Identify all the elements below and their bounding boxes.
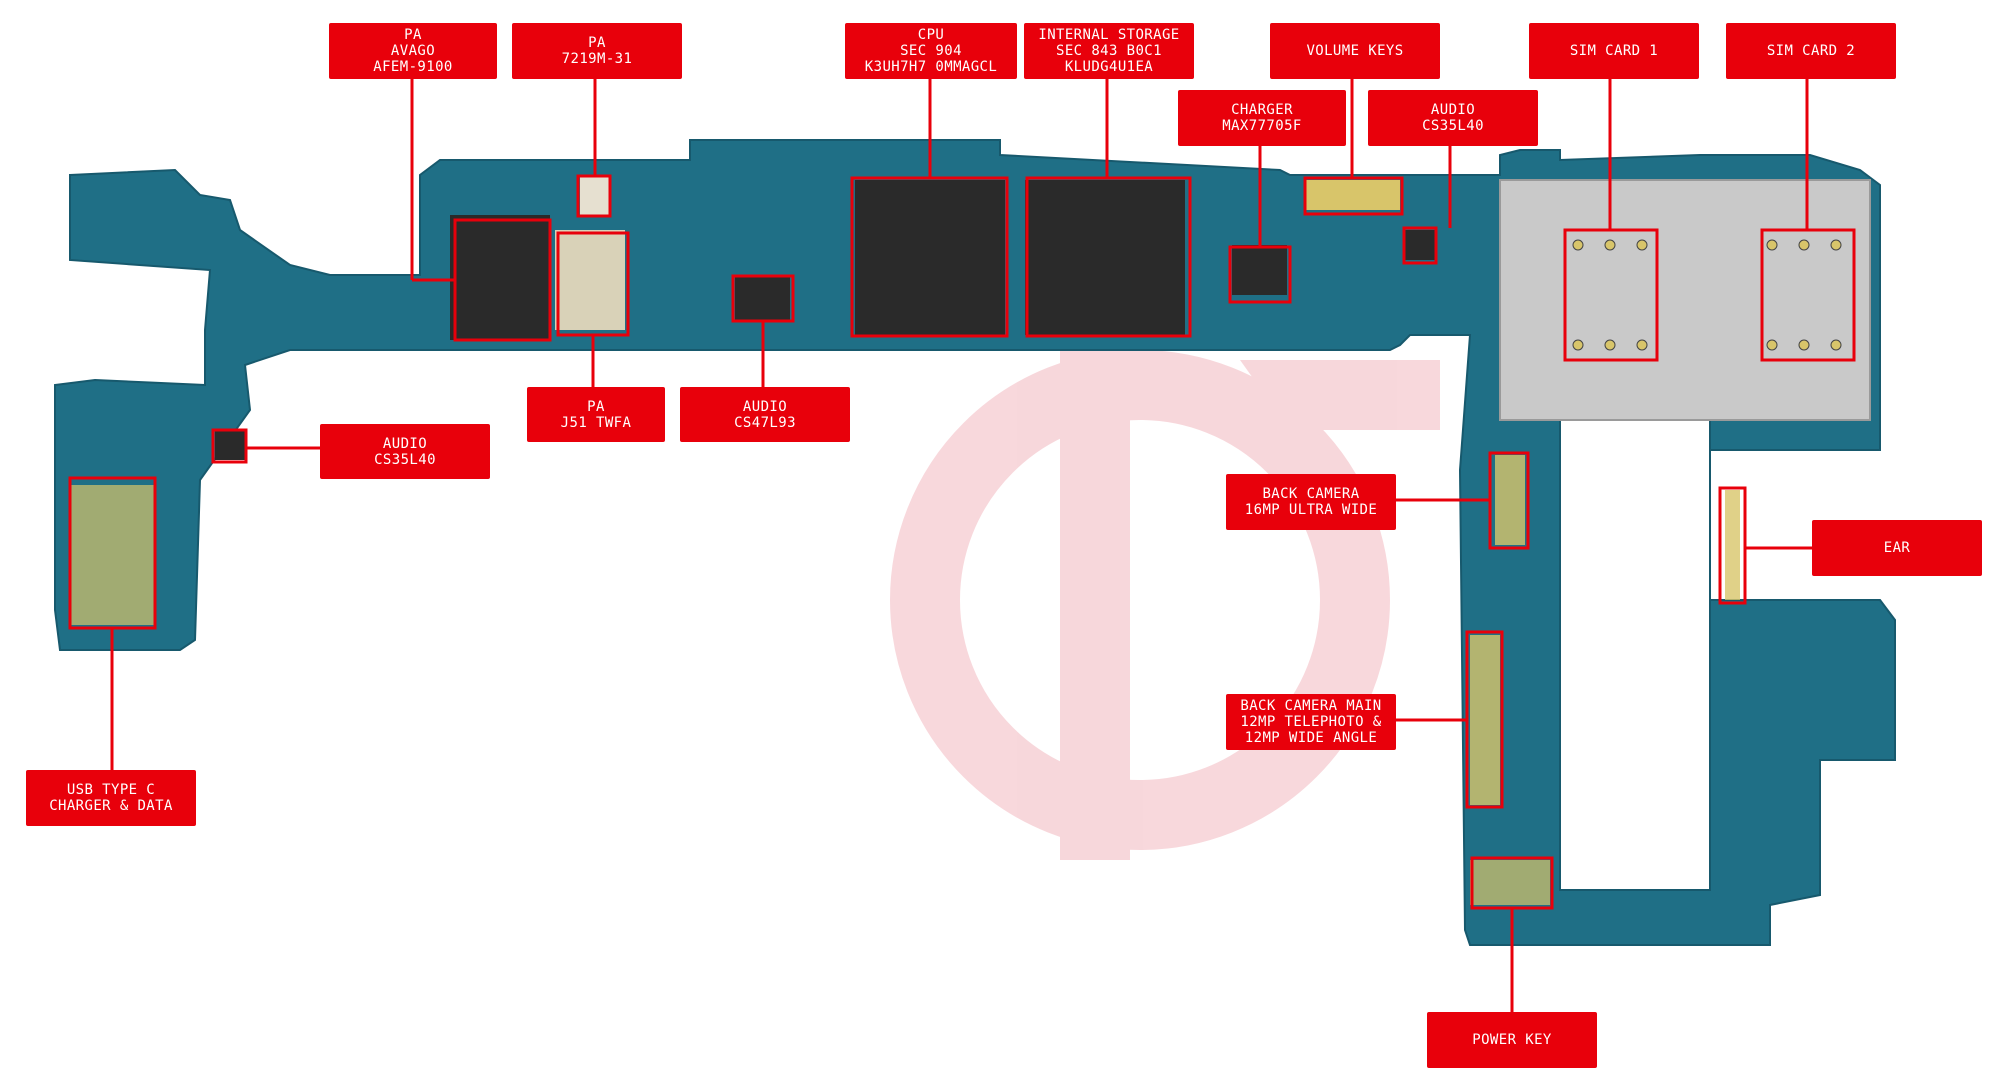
callout-line: 7219M-31	[561, 51, 633, 67]
callout-line: PA	[587, 398, 605, 415]
callout-line: BACK CAMERA	[1262, 486, 1360, 502]
callout-charger: CHARGER MAX77705F	[1178, 90, 1346, 146]
callout-line: INTERNAL STORAGE	[1038, 27, 1180, 43]
callout-sim-card-2: SIM CARD 2	[1726, 23, 1896, 79]
callout-line: POWER KEY	[1472, 1032, 1552, 1048]
callout-line: CS47L93	[734, 414, 796, 431]
callout-line: USB TYPE C	[66, 782, 156, 798]
callout-audio-cs35l40-left: AUDIO CS35L40	[320, 424, 490, 479]
callout-line: CS35L40	[1422, 118, 1484, 134]
callout-line: PA	[404, 27, 422, 43]
callout-line: SEC 843 B0C1	[1056, 43, 1162, 59]
callout-audio-cs35l40-top: AUDIO CS35L40	[1368, 90, 1538, 146]
callout-ear: EAR	[1812, 520, 1982, 576]
callout-line: EAR	[1883, 540, 1911, 556]
main-board	[54, 139, 1896, 946]
callout-line: MAX77705F	[1222, 118, 1302, 134]
callout-volume-keys: VOLUME KEYS	[1270, 23, 1440, 79]
callout-internal-storage: INTERNAL STORAGE SEC 843 B0C1 KLUDG4U1EA	[1024, 23, 1194, 79]
callout-pa-j51: PA J51 TWFA	[527, 387, 665, 442]
callout-usb-type-c: USB TYPE C CHARGER & DATA	[26, 770, 196, 826]
callout-line: AFEM-9100	[373, 59, 453, 75]
callout-line: CPU	[917, 27, 945, 43]
callout-line: AVAGO	[390, 43, 436, 59]
callout-line: K3UH7H7 0MMAGCL	[864, 59, 998, 75]
callout-line: SIM CARD 2	[1766, 43, 1856, 59]
callout-audio-cs47l93: AUDIO CS47L93	[680, 387, 850, 442]
callout-back-camera-main: BACK CAMERA MAIN 12MP TELEPHOTO & 12MP W…	[1226, 694, 1396, 750]
callout-line: CHARGER	[1231, 102, 1293, 118]
callout-sim-card-1: SIM CARD 1	[1529, 23, 1699, 79]
watermark-logo	[890, 345, 1440, 860]
callout-line: 12MP WIDE ANGLE	[1244, 730, 1378, 746]
callout-pa-7219: PA 7219M-31	[512, 23, 682, 79]
callout-line: CS35L40	[374, 451, 436, 468]
callout-line: AUDIO	[382, 435, 428, 452]
callout-line: CHARGER & DATA	[49, 798, 173, 814]
callout-line: VOLUME KEYS	[1306, 43, 1404, 59]
callout-line: SEC 904	[900, 43, 962, 59]
callout-line: PA	[588, 35, 606, 51]
callout-line: J51 TWFA	[560, 414, 632, 431]
callout-line: BACK CAMERA MAIN	[1240, 698, 1382, 714]
callout-line: SIM CARD 1	[1569, 43, 1659, 59]
callout-pa-avago: PA AVAGO AFEM-9100	[329, 23, 497, 79]
callout-cpu: CPU SEC 904 K3UH7H7 0MMAGCL	[845, 23, 1017, 79]
callout-back-camera-ultra-wide: BACK CAMERA 16MP ULTRA WIDE	[1226, 474, 1396, 530]
leader-lines	[110, 78, 1812, 1012]
callout-line: 16MP ULTRA WIDE	[1244, 502, 1378, 518]
callout-line: KLUDG4U1EA	[1064, 59, 1154, 75]
callout-line: AUDIO	[742, 398, 788, 415]
callout-line: AUDIO	[1430, 102, 1476, 118]
callout-power-key: POWER KEY	[1427, 1012, 1597, 1068]
callout-line: 12MP TELEPHOTO &	[1240, 714, 1382, 730]
